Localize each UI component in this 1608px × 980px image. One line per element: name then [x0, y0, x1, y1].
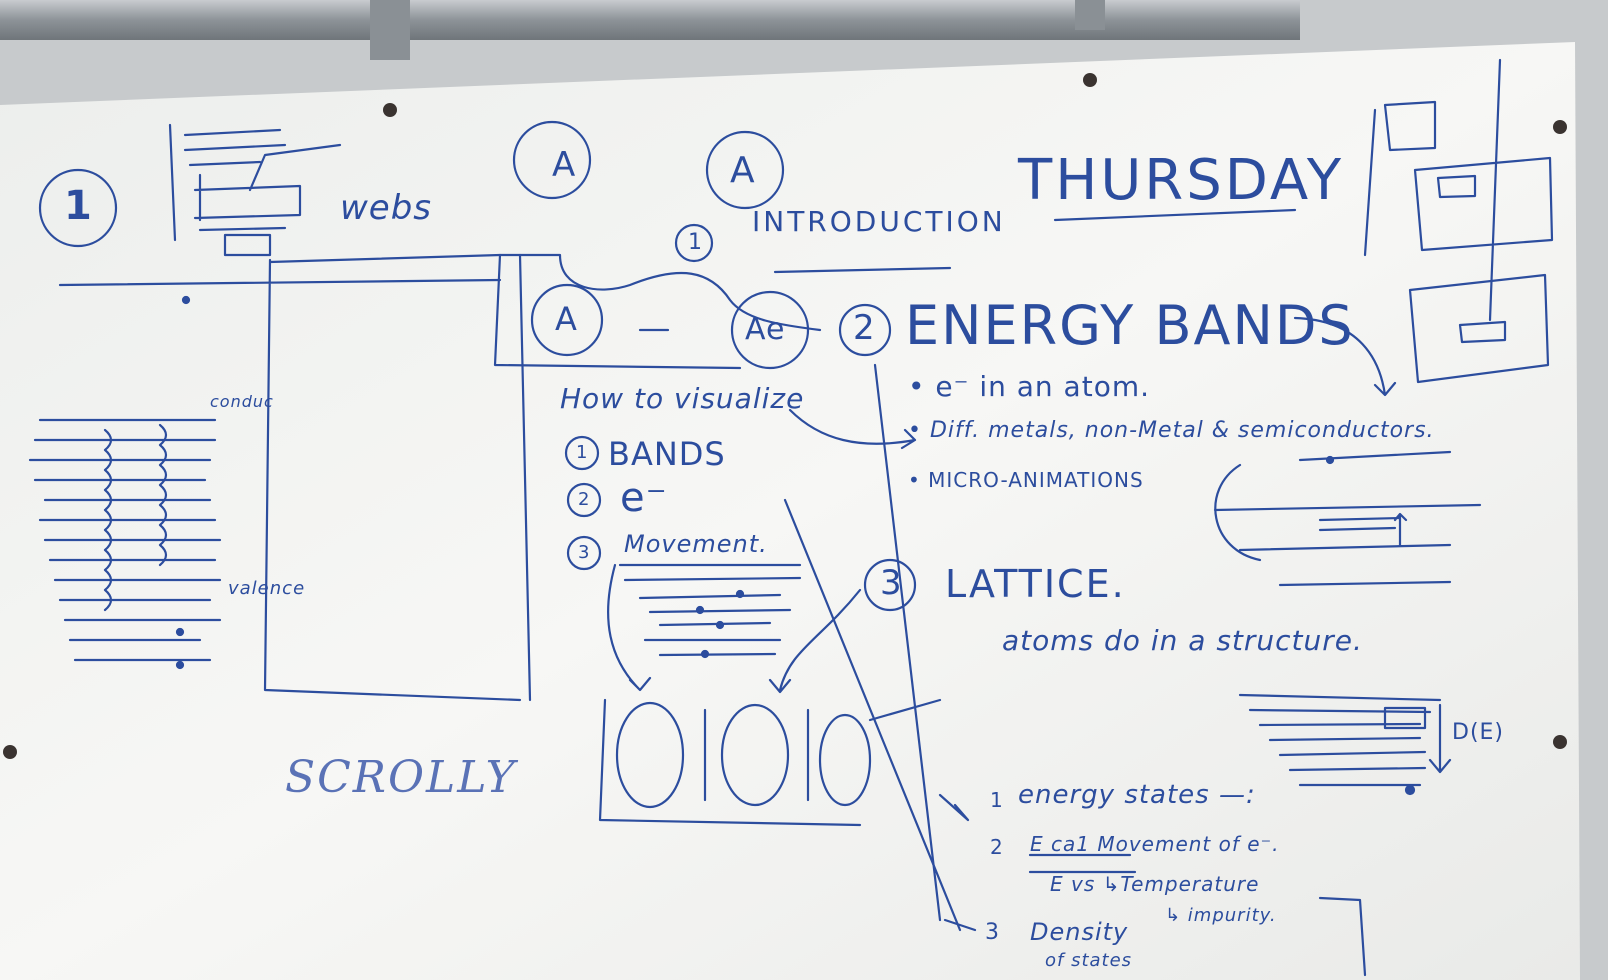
electron-dot [181, 295, 191, 305]
subitem-5-text: Density [1030, 918, 1129, 946]
rail-bracket [370, 0, 410, 60]
ring-1 [615, 701, 685, 809]
thursday-title: THURSDAY [1018, 148, 1345, 213]
webs-label: webs [340, 188, 433, 228]
band-dot [715, 620, 725, 630]
step-1-circle [564, 435, 600, 471]
arrow-to-wireframe [1293, 316, 1397, 397]
coil-left [103, 428, 113, 612]
subitem-2-text: E ca1 Movement of e⁻. [1030, 832, 1280, 856]
bullet-1: • e⁻ in an atom. [908, 370, 1151, 403]
wireframe-sketch [168, 123, 342, 257]
micro-sketch [1213, 450, 1482, 587]
atom-circle-a [705, 130, 785, 210]
diagonal-line [873, 363, 942, 922]
micro-dot [1325, 455, 1335, 465]
conduction-lines [28, 418, 222, 662]
ring-2 [720, 703, 790, 807]
diagonal-line [783, 498, 962, 932]
ae-circle [730, 290, 810, 370]
step-3-text: Movement. [624, 530, 768, 558]
subitem-3-text: E vs ↳Temperature [1050, 872, 1260, 896]
center-box [493, 253, 822, 370]
diagonal-line [868, 698, 942, 722]
lattice-note: atoms do in a structure. [1002, 624, 1363, 657]
screw [1553, 735, 1567, 749]
bullet-1-text: e⁻ in an atom. [935, 370, 1151, 403]
screw [383, 103, 397, 117]
atom-label-a: A [730, 150, 756, 191]
band-dot [700, 649, 710, 659]
bracket-energy [938, 793, 977, 932]
bullet-2: • Diff. metals, non-Metal & semiconducto… [908, 418, 1435, 443]
arrow-to-circles [607, 563, 652, 692]
atom-circle-a-mid [530, 283, 604, 357]
visualize-title: How to visualize [560, 382, 805, 415]
section-1-circle [38, 168, 118, 248]
subitem-2-num: 2 [990, 835, 1004, 859]
subitem-1-text: energy states —: [1018, 780, 1256, 810]
screw [1083, 73, 1097, 87]
bullet-3: • MICRO-ANIMATIONS [908, 468, 1144, 492]
subitem-6-text: of states [1045, 950, 1133, 971]
valence-label: valence [228, 578, 306, 599]
step-2-num: 2 [578, 489, 591, 510]
ae-label: Ae [745, 312, 786, 347]
conduc-label: conduc [210, 392, 274, 411]
atom-circle-a-top [512, 120, 592, 200]
screw [1553, 120, 1567, 134]
density-sketch [1238, 693, 1452, 787]
ring-divider [703, 708, 810, 802]
step-1-num: 1 [576, 442, 589, 463]
atom-label-top: A [552, 145, 577, 185]
coil-right [158, 423, 168, 567]
topic-1-num: 1 [688, 230, 703, 255]
step-1-text: BANDS [608, 435, 726, 473]
topic-3-num: 3 [880, 563, 903, 603]
band-dot [735, 589, 745, 599]
topic-2-num: 2 [853, 308, 876, 348]
electron-dot [175, 660, 185, 670]
cb-box [1383, 706, 1427, 730]
bullet-3-text: MICRO-ANIMATIONS [928, 468, 1144, 492]
ink-layer [28, 58, 1554, 977]
subitem-4-text: ↳ impurity. [1165, 905, 1277, 926]
thursday-underline [1053, 208, 1297, 222]
arrow-diff [788, 408, 917, 450]
subitem-lines [1028, 853, 1367, 977]
density-label: D(E) [1452, 720, 1505, 745]
lattice-num-circle [863, 558, 917, 612]
topic-1-text: INTRODUCTION [752, 205, 1006, 238]
density-dot [1404, 784, 1416, 796]
topic-3-text: LATTICE. [945, 562, 1126, 606]
bullet-2-text: Diff. metals, non-Metal & semiconductors… [929, 418, 1435, 443]
band-dot [695, 605, 705, 615]
scrolly-label: SCROLLY [285, 752, 517, 803]
rail-bracket [1075, 0, 1105, 30]
electron-dot [175, 627, 185, 637]
step-3-circle [566, 535, 602, 571]
screw [3, 745, 17, 759]
ring-3 [818, 713, 872, 807]
step-2-circle [566, 482, 602, 518]
step-2-text: e⁻ [620, 475, 668, 521]
scroll-frame [58, 253, 532, 702]
section-number-1: 1 [64, 183, 93, 229]
intro-underline [773, 266, 952, 274]
subitem-5-num: 3 [985, 920, 1000, 945]
energy-num-circle [838, 303, 892, 357]
step-3-num: 3 [578, 542, 591, 563]
subitem-1-num: 1 [990, 788, 1004, 812]
atom-label-mid: A [555, 300, 578, 338]
intro-num-circle [674, 223, 714, 263]
wireframe-right [1363, 58, 1554, 384]
arrow-from-lattice [768, 588, 862, 694]
band-lines [618, 563, 802, 657]
topic-2-text: ENERGY BANDS [905, 294, 1355, 357]
circles-frame [598, 698, 862, 827]
